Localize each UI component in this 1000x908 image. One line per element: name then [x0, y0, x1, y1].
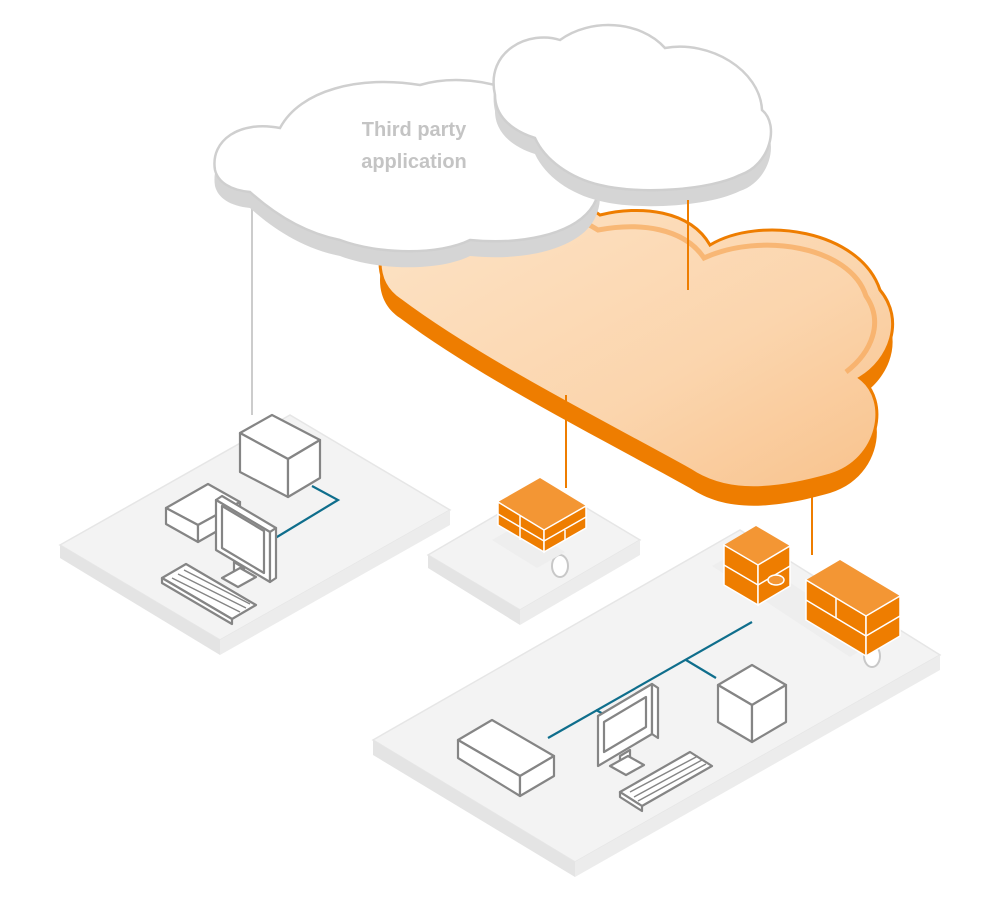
main-cloud: [378, 194, 895, 506]
cube-device-icon: [716, 663, 788, 744]
keyboard-right-icon: [618, 750, 714, 813]
rack-server-icon: [456, 718, 556, 798]
gateway-device-icon: [492, 478, 587, 578]
cloud-label-line1: Third party: [362, 119, 467, 141]
orange-links: [565, 200, 813, 555]
workstation-monitor-right-icon: [596, 682, 660, 777]
server-box-icon: [238, 413, 322, 499]
keyboard-icon: [160, 562, 258, 626]
workstation-monitor-icon: [214, 494, 278, 589]
gateway-device-a-icon: [723, 526, 791, 607]
cloud-label-line2: application: [361, 151, 467, 173]
left-network-link: [271, 485, 341, 541]
gateway-device-b-icon: [805, 560, 901, 658]
third-party-cloud: Third party application: [213, 23, 773, 268]
